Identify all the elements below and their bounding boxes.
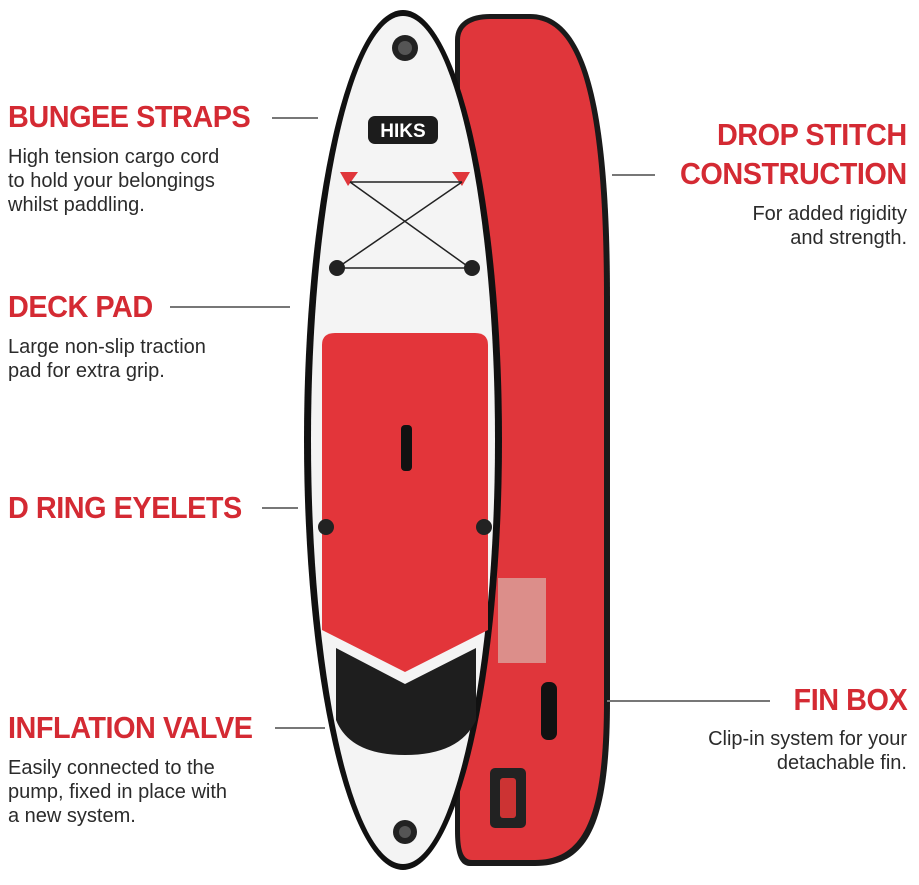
description-line: pump, fixed in place with <box>8 781 228 803</box>
valve-callout-line <box>275 727 325 729</box>
description-line: detachable fin. <box>776 752 907 774</box>
fin-box-description: Clip-in system for your detachable fin. <box>708 727 907 775</box>
description-line: Large non-slip traction <box>8 336 206 358</box>
warning-label <box>498 578 546 663</box>
inflation-valve-description: Easily connected to the pump, fixed in p… <box>8 756 227 828</box>
description-line: whilst paddling. <box>8 194 145 216</box>
title-line: CONSTRUCTION <box>680 156 907 191</box>
carry-handle-icon <box>401 425 412 471</box>
bungee-anchor-icon <box>452 172 470 186</box>
description-line: For added rigidity <box>752 203 907 225</box>
brand-logo-text: HIKS <box>380 121 425 142</box>
deck-pad <box>322 333 488 672</box>
d-ring-icon <box>476 519 492 535</box>
description-line: and strength. <box>790 227 907 249</box>
drop-stitch-title: DROP STITCH CONSTRUCTION <box>680 118 907 191</box>
d-ring-icon <box>318 519 334 535</box>
fin-box-title: FIN BOX <box>793 682 907 717</box>
bungee-cord <box>336 181 472 269</box>
bungee-anchor-icon <box>340 172 358 186</box>
description-line: Clip-in system for your <box>708 728 907 750</box>
description-line: to hold your belongings <box>8 170 215 192</box>
bungee-straps-title: BUNGEE STRAPS <box>8 99 251 134</box>
drop-stitch-description: For added rigidity and strength. <box>752 202 907 250</box>
d-ring-icon <box>329 260 345 276</box>
inflation-valve-title: INFLATION VALVE <box>8 710 253 745</box>
deck-pad-title: DECK PAD <box>8 289 153 324</box>
deck-callout-line <box>170 306 290 308</box>
bungee-straps-description: High tension cargo cord to hold your bel… <box>8 145 219 217</box>
brand-logo <box>368 116 438 144</box>
description-line: a new system. <box>8 805 136 827</box>
tail-pad <box>336 648 476 755</box>
handle-icon <box>541 682 557 740</box>
fin-box-callout-line <box>607 700 770 702</box>
bungee-callout-line <box>272 117 318 119</box>
description-line: pad for extra grip. <box>8 360 165 382</box>
d-ring-eyelets-title: D RING EYELETS <box>8 490 242 525</box>
description-line: High tension cargo cord <box>8 146 220 168</box>
description-line: Easily connected to the <box>8 757 215 779</box>
title-line: DROP STITCH <box>717 117 907 152</box>
deck-pad-description: Large non-slip traction pad for extra gr… <box>8 335 206 383</box>
board-deck: HIKS <box>304 10 502 870</box>
board-underside <box>455 14 610 866</box>
drop-stitch-callout-line <box>612 174 655 176</box>
d-ring-icon <box>464 260 480 276</box>
dring-callout-line <box>262 507 298 509</box>
